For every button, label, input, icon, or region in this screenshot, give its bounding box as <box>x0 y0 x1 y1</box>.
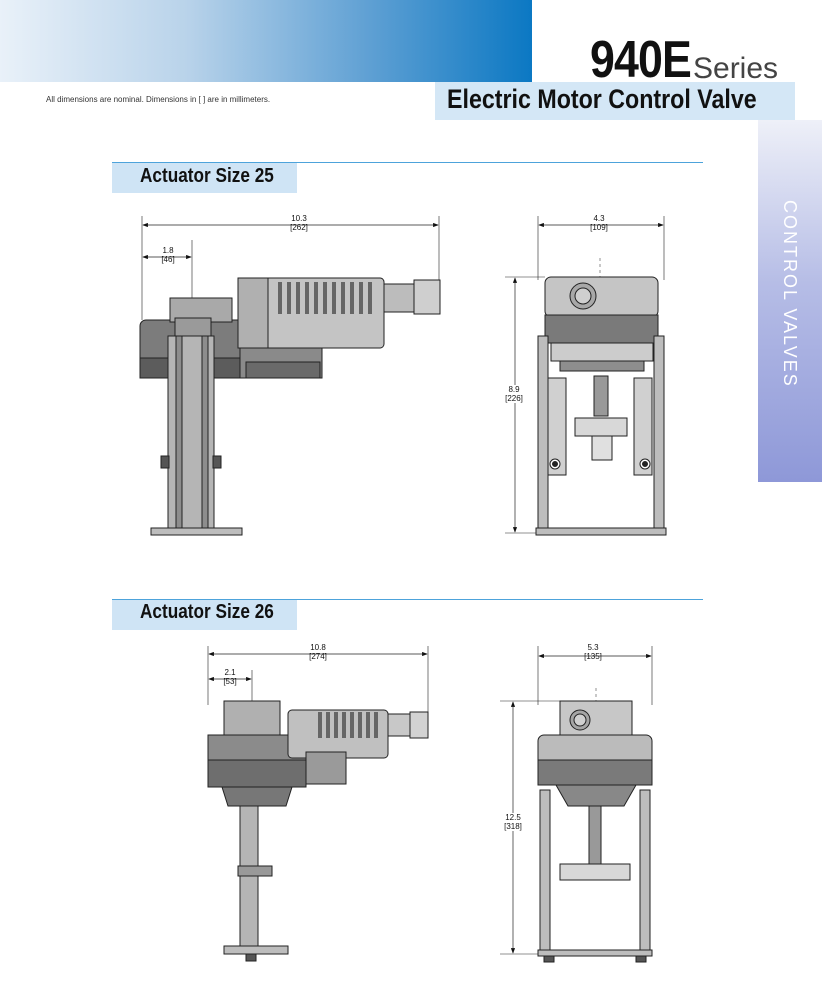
actuator-26-front-view <box>500 646 653 963</box>
dim-front-width: 4.3 [109] <box>584 214 614 232</box>
side-tab <box>758 120 822 482</box>
series-word: Series <box>693 52 779 85</box>
dim-inch: 1.8 <box>162 246 174 255</box>
dim-inch: 10.3 <box>291 214 307 223</box>
dim-inch: 12.5 <box>505 813 521 822</box>
section-band <box>112 600 297 630</box>
dim-front-height: 12.5 [318] <box>498 813 528 831</box>
dim-front-width: 5.3 [135] <box>578 643 608 661</box>
actuator-25-front-view <box>505 216 667 536</box>
actuator-25-side-view <box>139 216 441 536</box>
dim-offset: 1.8 [46] <box>153 246 183 264</box>
dim-mm: [274] <box>309 652 327 661</box>
dim-mm: [262] <box>290 223 308 232</box>
section-band <box>112 163 297 193</box>
section-rule <box>112 162 703 163</box>
dim-front-height: 8.9 [226] <box>499 385 529 403</box>
dim-mm: [226] <box>505 394 523 403</box>
dim-mm: [53] <box>223 677 237 686</box>
section-title: Actuator Size 26 <box>140 601 274 623</box>
dim-mm: [135] <box>584 652 602 661</box>
dim-inch: 10.8 <box>310 643 326 652</box>
dim-inch: 4.3 <box>593 214 605 223</box>
dim-inch: 8.9 <box>508 385 520 394</box>
dim-overall-width: 10.3 [262] <box>280 214 318 232</box>
dim-overall-width: 10.8 [274] <box>299 643 337 661</box>
section-title: Actuator Size 25 <box>140 165 274 187</box>
section-rule <box>112 599 703 600</box>
dimension-note: All dimensions are nominal. Dimensions i… <box>46 95 271 104</box>
product-subtitle: Electric Motor Control Valve <box>447 84 757 114</box>
header-gradient-bar <box>0 0 532 82</box>
subtitle-band <box>435 82 795 120</box>
series-title: 940E Series <box>590 30 778 90</box>
dim-mm: [46] <box>161 255 175 264</box>
actuator-26-side-view <box>207 646 429 962</box>
dim-inch: 2.1 <box>224 668 236 677</box>
side-tab-label: CONTROL VALVES <box>780 200 800 388</box>
series-code: 940E <box>590 31 692 89</box>
dim-mm: [318] <box>504 822 522 831</box>
dim-mm: [109] <box>590 223 608 232</box>
dim-inch: 5.3 <box>587 643 599 652</box>
dim-offset: 2.1 [53] <box>215 668 245 686</box>
